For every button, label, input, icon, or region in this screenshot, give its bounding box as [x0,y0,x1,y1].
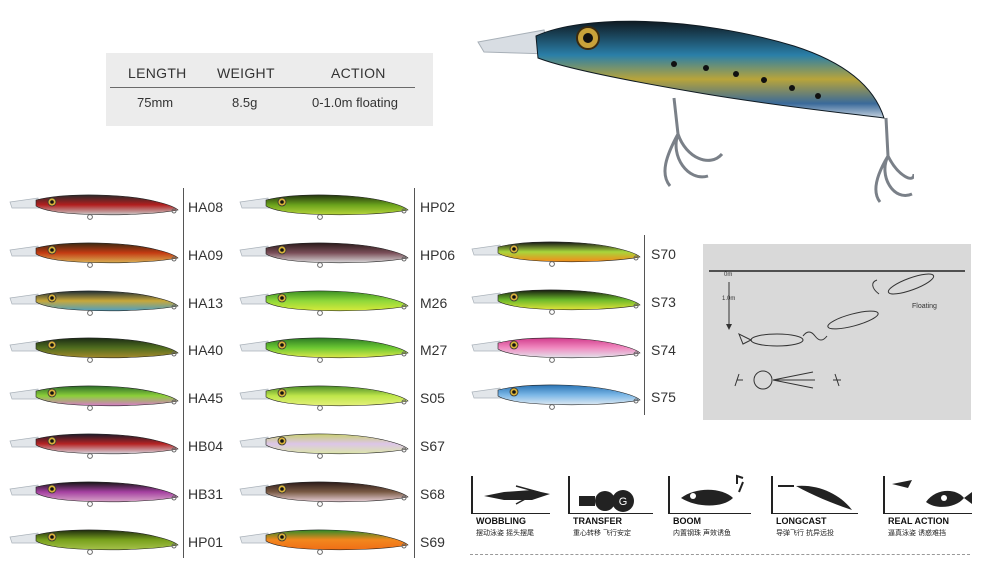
column-divider-1 [183,188,184,558]
spec-value-action: 0-1.0m floating [312,95,398,110]
lure-code: S70 [651,246,676,262]
feature-title: REAL ACTION [888,516,950,526]
lure-image [471,385,641,411]
diving-depth-diagram: 0m 1.0m Floating [703,244,971,420]
hero-lure-image [477,20,914,203]
spec-value-weight: 8.5g [232,95,258,110]
bottom-dotted-line [470,554,970,555]
spec-table [106,53,433,126]
real-action-icon [883,476,972,515]
lure-image [471,241,641,267]
boom-icon [668,474,751,515]
lure-code: S73 [651,293,676,310]
lure-image [9,385,179,412]
spec-header-action: ACTION [331,65,386,81]
lure-image [239,290,409,316]
lure-image [239,242,409,268]
lure-image [471,337,641,363]
lure-image [471,289,641,315]
depth-top-label: 0m [724,272,733,278]
lure-code: HA45 [188,390,224,407]
spec-header-length: LENGTH [128,65,187,81]
lure-code: S75 [651,389,676,406]
lure-code: S69 [420,533,445,550]
feature-subtitle: 摆动泳姿 摇头摆尾 [476,530,534,537]
lure-image [9,194,179,220]
lure-code: HB04 [188,438,224,454]
lure-image [239,194,409,220]
lure-code: HP01 [188,533,224,550]
feature-transfer: G TRANSFER 重心转移 飞行安定 [567,474,659,540]
depth-diagram-drawing [709,270,965,390]
feature-subtitle: 重心转移 飞行安定 [573,530,631,537]
floating-label: Floating [912,303,937,310]
lure-image [9,290,179,316]
spec-header-weight: WEIGHT [217,65,275,81]
lure-code: S05 [420,390,445,407]
feature-subtitle: 逼真泳姿 诱惑难挡 [888,530,946,537]
lure-code: HP02 [420,199,456,215]
lure-code: HA09 [188,246,224,263]
longcast-icon [771,476,858,515]
lure-code: S68 [420,485,445,502]
lure-image [239,338,409,364]
lure-code: HB31 [188,485,224,502]
lure-code: HP06 [420,246,456,263]
feature-subtitle: 内置钢珠 声效诱鱼 [673,530,731,537]
lure-image [239,481,409,507]
lure-code: S67 [420,438,445,454]
wobbling-icon [471,476,550,515]
feature-real-action: REAL ACTION 逼真泳姿 诱惑难挡 [882,474,974,540]
feature-title: WOBBLING [476,516,526,526]
lure-code: HA40 [188,342,224,359]
lure-code: S74 [651,341,676,358]
feature-title: LONGCAST [776,516,827,526]
feature-subtitle: 导弹飞行 抗异远投 [776,530,834,537]
lure-code: HA13 [188,294,224,311]
transfer-icon: G [568,476,653,515]
spec-divider [110,87,415,88]
lure-image [239,385,409,412]
feature-boom: BOOM 内置钢珠 声效诱鱼 [667,474,759,540]
column-divider-3 [644,235,645,415]
svg-text:G: G [619,496,628,508]
lure-image [9,529,179,555]
lure-code: M26 [420,294,448,311]
feature-wobbling: WOBBLING 摆动泳姿 摇头摆尾 [470,474,562,540]
lure-code: M27 [420,342,448,359]
lure-image [9,433,179,459]
feature-title: TRANSFER [573,516,622,526]
depth-bottom-label: 1.0m [722,296,736,302]
lure-image [9,338,179,364]
lure-image [239,529,409,555]
lure-image [239,433,409,459]
spec-value-length: 75mm [137,95,174,110]
column-divider-2 [414,188,415,558]
feature-title: BOOM [673,516,701,526]
lure-image [9,481,179,507]
feature-longcast: LONGCAST 导弹飞行 抗异远投 [770,474,862,540]
lure-image [9,242,179,268]
lure-code: HA08 [188,199,224,215]
